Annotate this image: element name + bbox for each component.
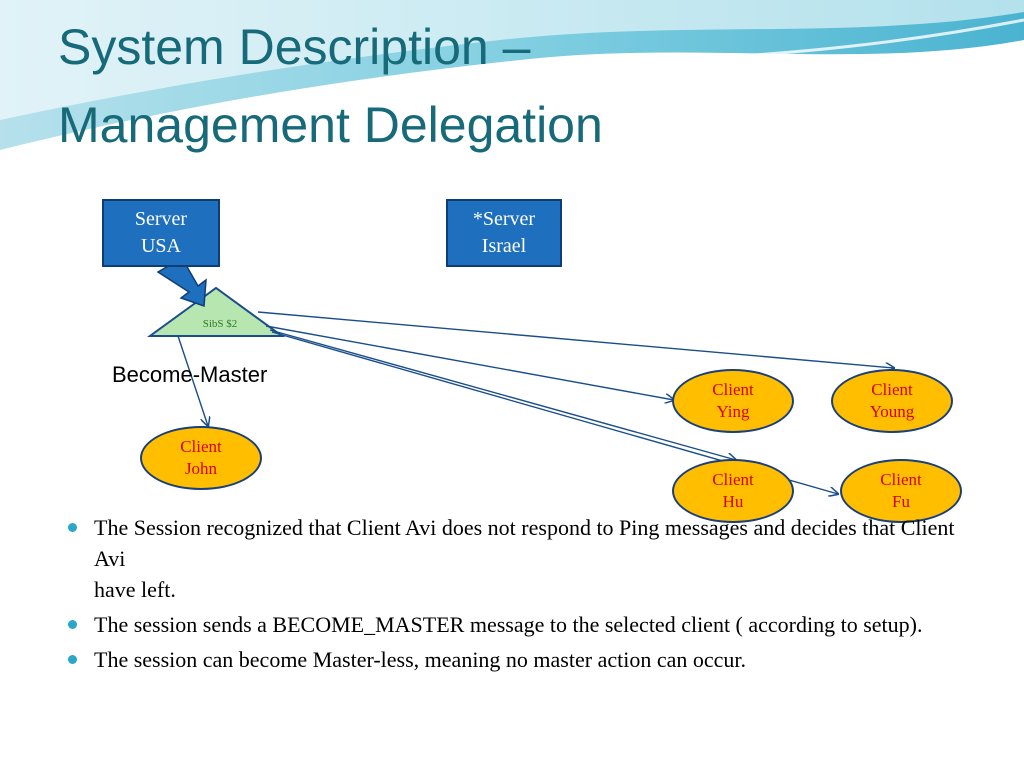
bullet-item: The session can become Master-less, mean… (64, 644, 964, 675)
become-master-label: Become-Master (112, 362, 268, 387)
page-title-line-1: System Description – (58, 19, 531, 75)
client-john-line-1: Client (180, 437, 222, 456)
arrow-to-young (257, 311, 894, 368)
bullet-text: The Session recognized that Client Avi d… (94, 515, 955, 602)
client-young-line-2: Young (869, 402, 915, 421)
arrow-to-john (177, 335, 208, 426)
server-israel-line-1: *Server (472, 208, 536, 230)
bullet-dot-icon (68, 523, 77, 532)
server-israel-line-2: Israel (481, 235, 527, 257)
arrow-to-ying (265, 325, 674, 400)
server-usa-line-1: Server (134, 208, 188, 230)
sibs-triangle[interactable] (146, 286, 286, 337)
server-usa-line-2: USA (140, 235, 181, 257)
bullet-text: The session sends a BECOME_MASTER messag… (94, 612, 923, 637)
client-hu-line-2: Hu (722, 492, 744, 511)
server-usa-node[interactable]: Server USA (102, 199, 220, 267)
client-ying-line-2: Ying (716, 402, 750, 421)
page-title-line-2: Management Delegation (58, 97, 603, 153)
client-hu-line-1: Client (712, 470, 754, 489)
bullet-item: The session sends a BECOME_MASTER messag… (64, 609, 964, 640)
bullet-text: The session can become Master-less, mean… (94, 647, 746, 672)
client-young-node[interactable]: Client Young (831, 369, 953, 433)
client-john-line-2: John (184, 459, 218, 478)
bullet-dot-icon (68, 655, 77, 664)
client-hu-node[interactable]: Client Hu (672, 459, 794, 523)
client-ying-node[interactable]: Client Ying (672, 369, 794, 433)
bullet-dot-icon (68, 620, 77, 629)
client-young-line-1: Client (871, 380, 913, 399)
client-john-node[interactable]: Client John (140, 426, 262, 490)
client-fu-node[interactable]: Client Fu (840, 459, 962, 523)
client-fu-line-1: Client (880, 470, 922, 489)
client-fu-line-2: Fu (892, 492, 910, 511)
arrow-to-hu (269, 329, 736, 460)
client-ying-line-1: Client (712, 380, 754, 399)
server-israel-node[interactable]: *Server Israel (446, 199, 562, 267)
bullet-list: The Session recognized that Client Avi d… (64, 512, 964, 679)
sibs-label: SibS $2 (202, 318, 238, 330)
bullet-item: The Session recognized that Client Avi d… (64, 512, 964, 605)
